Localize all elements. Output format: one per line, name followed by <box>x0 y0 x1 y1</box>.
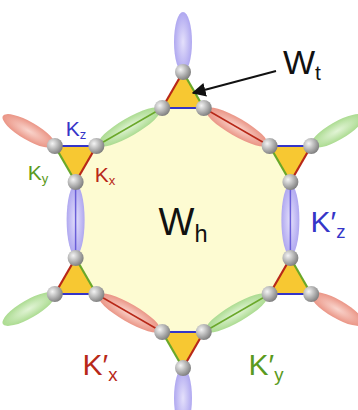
lattice-site <box>47 138 63 154</box>
lattice-site <box>154 100 170 116</box>
bond-line <box>290 182 292 258</box>
lattice-site <box>282 174 298 190</box>
coupling-label: K′y <box>249 350 284 380</box>
orbital-lobe <box>201 101 272 152</box>
lattice-site <box>175 64 191 80</box>
coupling-label: Kx <box>95 164 116 185</box>
lattice-site <box>196 100 212 116</box>
lattice-site <box>282 250 298 266</box>
plaquette-operator: Wh <box>159 203 208 241</box>
coupling-label: K′z <box>311 207 346 237</box>
bond-line <box>96 108 162 146</box>
lattice-site <box>303 138 319 154</box>
lattice-site <box>303 286 319 302</box>
bond-line <box>96 294 162 332</box>
lattice-site <box>154 324 170 340</box>
bond-line <box>75 182 77 258</box>
leader-arrow <box>193 71 276 93</box>
plaquette-operator: Wt <box>283 45 321 79</box>
lattice-group <box>0 12 358 410</box>
coupling-label: Kz <box>66 118 87 139</box>
lattice-site <box>262 138 278 154</box>
coupling-label: K′x <box>83 350 118 380</box>
orbital-lobe <box>94 101 165 152</box>
lattice-site <box>47 286 63 302</box>
lattice-site <box>175 360 191 376</box>
bond-line <box>204 108 270 146</box>
bond-line <box>204 294 270 332</box>
lattice-site <box>68 174 84 190</box>
lattice-site <box>68 250 84 266</box>
orbital-lobe <box>201 287 272 338</box>
lattice-site <box>196 324 212 340</box>
coupling-label: Ky <box>28 162 49 183</box>
lattice-site <box>88 286 104 302</box>
orbital-lobe <box>174 12 192 72</box>
lattice-site <box>88 138 104 154</box>
orbital-lobe <box>94 287 165 338</box>
lattice-site <box>262 286 278 302</box>
